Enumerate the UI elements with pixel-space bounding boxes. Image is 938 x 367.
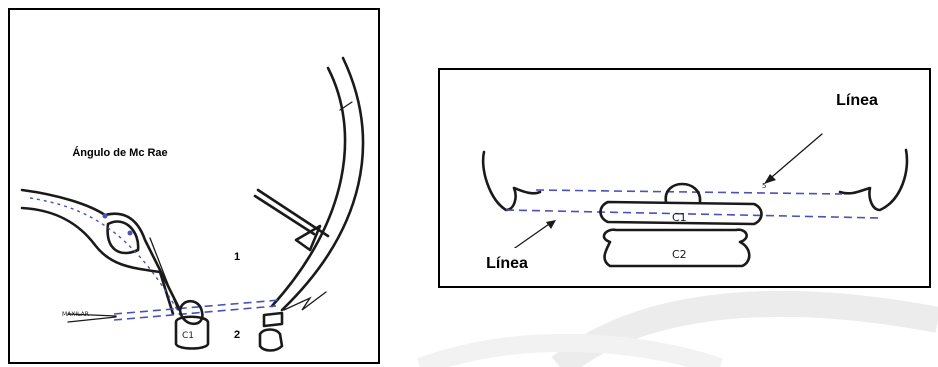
upper-dashed-line (536, 190, 842, 194)
mcrae-angle-figure: MAXILAR C1 Ángulo de Mc Rae 1 2 (8, 8, 380, 364)
occipital-inner-curve (282, 58, 363, 310)
number-one-label: 1 (217, 238, 257, 276)
lower-dashed-line (506, 210, 880, 218)
opisthion-block (264, 313, 282, 326)
sella-turcica (108, 222, 139, 253)
c2-label: C2 (672, 248, 687, 261)
maxilar-handwritten: MAXILAR (62, 311, 89, 318)
chamberlain-line-figure: C1 C2 5 Línea Línea (438, 68, 931, 288)
mcrae-angle-label: Ángulo de Mc Rae (50, 123, 190, 183)
sphenoid-lower-edge (22, 208, 173, 314)
svg-text:5: 5 (762, 182, 766, 190)
right-skull-bracket (840, 150, 907, 210)
line-label-top: Línea (796, 78, 918, 124)
c1-label: C1 (672, 211, 687, 224)
left-skull-bracket (483, 152, 540, 210)
c1-handwritten: C1 (182, 331, 194, 341)
skull-base-sketch: MAXILAR C1 (10, 10, 380, 364)
line-label-bottom: Línea (447, 248, 567, 280)
number-two-label: 2 (217, 317, 257, 353)
occipital-outer-curve (272, 68, 345, 306)
arrow-to-upper-line (766, 134, 822, 182)
odontoid-process (666, 184, 700, 202)
arrow-to-lower-line (512, 222, 552, 250)
